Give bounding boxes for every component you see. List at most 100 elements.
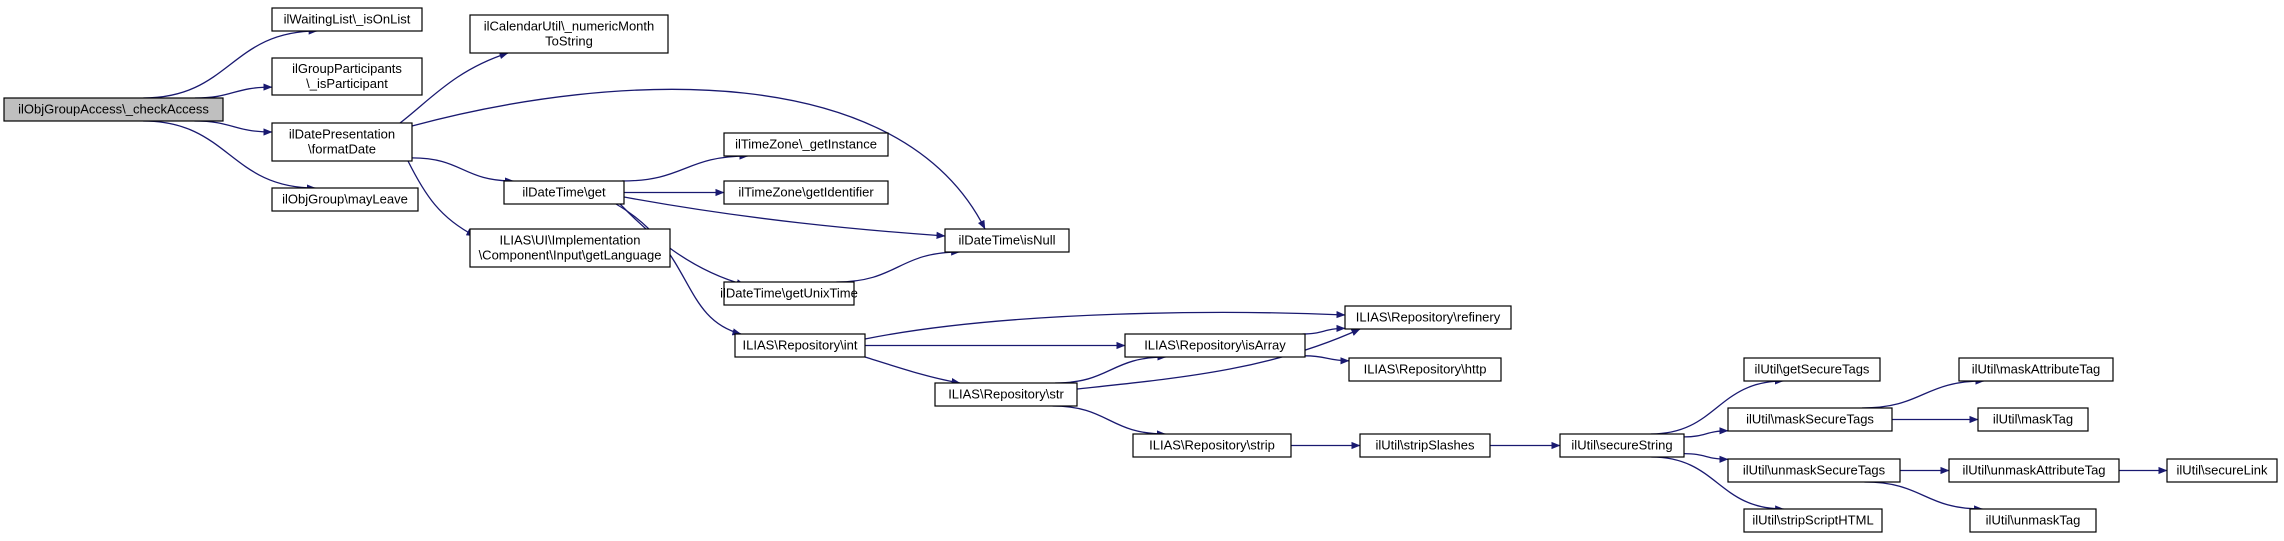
- node-label: ilUtil\secureString: [1571, 438, 1672, 453]
- node-box[interactable]: [271, 7, 423, 32]
- node-label: ilUtil\unmaskSecureTags: [1743, 463, 1886, 478]
- edge-secureString-to-stripScriptHTML: [1651, 456, 1785, 513]
- node-label: \Component\Input\getLanguage: [479, 248, 662, 263]
- node-unmaskSecureTags[interactable]: ilUtil\unmaskSecureTags: [1727, 458, 1901, 483]
- node-box[interactable]: [271, 187, 419, 212]
- node-box[interactable]: [469, 228, 671, 268]
- node-label: ilCalendarUtil\_numericMonth: [484, 19, 655, 34]
- edge-repoIsArray-to-repoHttp: [1304, 355, 1350, 365]
- node-label: ilUtil\stripSlashes: [1376, 438, 1475, 453]
- node-box[interactable]: [1132, 433, 1292, 458]
- edge-dtGet-to-dtGetUnixTime: [619, 203, 746, 287]
- node-box[interactable]: [1348, 357, 1502, 382]
- node-maskAttributeTag[interactable]: ilUtil\maskAttributeTag: [1958, 357, 2114, 382]
- node-box[interactable]: [1969, 508, 2097, 533]
- node-secureLink[interactable]: ilUtil\secureLink: [2166, 458, 2278, 483]
- node-box[interactable]: [2166, 458, 2278, 483]
- node-box[interactable]: [723, 180, 889, 205]
- node-tzGetInstance[interactable]: ilTimeZone\_getInstance: [723, 132, 889, 157]
- node-box[interactable]: [1977, 407, 2089, 432]
- node-getLanguage[interactable]: ILIAS\UI\Implementation\Component\Input\…: [469, 228, 671, 268]
- node-repoStrip[interactable]: ILIAS\Repository\strip: [1132, 433, 1292, 458]
- node-dtIsNull[interactable]: ilDateTime\isNull: [944, 228, 1070, 253]
- edge-formatDate-to-dtIsNull: [411, 88, 986, 230]
- edge-repoStr-to-repoIsArray: [1055, 353, 1167, 384]
- node-formatDate[interactable]: ilDatePresentation\formatDate: [271, 122, 413, 162]
- node-box[interactable]: [1359, 433, 1491, 458]
- node-repoStr[interactable]: ILIAS\Repository\str: [934, 382, 1078, 407]
- node-label: ilDatePresentation: [289, 127, 395, 142]
- node-tzGetIdentifier[interactable]: ilTimeZone\getIdentifier: [723, 180, 889, 205]
- node-stripSlashes[interactable]: ilUtil\stripSlashes: [1359, 433, 1491, 458]
- edge-repoStr-to-repoRefinery: [1076, 328, 1361, 390]
- node-label: ilUtil\getSecureTags: [1755, 362, 1870, 377]
- node-stripScriptHTML[interactable]: ilUtil\stripScriptHTML: [1743, 508, 1883, 533]
- node-secureString[interactable]: ilUtil\secureString: [1559, 433, 1685, 458]
- edge-repoInt-to-repoRefinery: [864, 311, 1346, 340]
- node-box[interactable]: [1124, 333, 1306, 358]
- edge-formatDate-to-numericMonth: [399, 52, 509, 124]
- node-label: ilUtil\maskTag: [1993, 412, 2073, 427]
- node-repoInt[interactable]: ILIAS\Repository\int: [734, 333, 866, 358]
- node-repoHttp[interactable]: ILIAS\Repository\http: [1348, 357, 1502, 382]
- edge-dtGet-to-repoInt: [615, 203, 742, 336]
- node-box[interactable]: [271, 122, 413, 162]
- node-box[interactable]: [1958, 357, 2114, 382]
- node-mayLeave[interactable]: ilObjGroup\mayLeave: [271, 187, 419, 212]
- node-box[interactable]: [934, 382, 1078, 407]
- node-maskSecureTags[interactable]: ilUtil\maskSecureTags: [1727, 407, 1893, 432]
- edge-unmaskSecureTags-to-unmaskTag: [1864, 481, 1984, 513]
- node-label: ILIAS\Repository\isArray: [1144, 338, 1286, 353]
- node-label: ToString: [545, 34, 593, 49]
- node-box[interactable]: [271, 57, 423, 96]
- node-label: ilTimeZone\_getInstance: [735, 137, 877, 152]
- node-box[interactable]: [503, 180, 625, 205]
- node-dtGetUnixTime[interactable]: ilDateTime\getUnixTime: [720, 281, 858, 306]
- edge-checkAccess-to-mayLeave: [143, 120, 316, 192]
- node-box[interactable]: [723, 281, 855, 306]
- node-label: ilUtil\secureLink: [2176, 463, 2268, 478]
- node-unmaskTag[interactable]: ilUtil\unmaskTag: [1969, 508, 2097, 533]
- node-label: ilDateTime\isNull: [958, 233, 1055, 248]
- node-box[interactable]: [944, 228, 1070, 253]
- node-label: ilDateTime\get: [522, 185, 606, 200]
- node-label: ilObjGroupAccess\_checkAccess: [18, 102, 209, 117]
- edge-secureString-to-maskSecureTags: [1683, 427, 1729, 438]
- edge-dtGet-to-dtIsNull: [623, 196, 946, 239]
- node-box[interactable]: [1743, 508, 1883, 533]
- node-checkAccess[interactable]: ilObjGroupAccess\_checkAccess: [3, 97, 224, 122]
- node-box[interactable]: [3, 97, 224, 122]
- node-box[interactable]: [1344, 305, 1512, 330]
- node-maskTag[interactable]: ilUtil\maskTag: [1977, 407, 2089, 432]
- node-label: ILIAS\UI\Implementation: [500, 233, 641, 248]
- node-repoRefinery[interactable]: ILIAS\Repository\refinery: [1344, 305, 1512, 330]
- node-label: ILIAS\Repository\str: [948, 387, 1064, 402]
- node-box[interactable]: [1948, 458, 2120, 483]
- node-box[interactable]: [1727, 458, 1901, 483]
- node-unmaskAttributeTag[interactable]: ilUtil\unmaskAttributeTag: [1948, 458, 2120, 483]
- node-label: ilDateTime\getUnixTime: [720, 286, 858, 301]
- node-label: ILIAS\Repository\refinery: [1356, 310, 1501, 325]
- node-box[interactable]: [469, 14, 669, 54]
- node-box[interactable]: [1559, 433, 1685, 458]
- edge-checkAccess-to-formatDate: [194, 120, 273, 136]
- node-isParticipant[interactable]: ilGroupParticipants\_isParticipant: [271, 57, 423, 96]
- node-label: \formatDate: [308, 142, 376, 157]
- node-repoIsArray[interactable]: ILIAS\Repository\isArray: [1124, 333, 1306, 358]
- node-getSecureTags[interactable]: ilUtil\getSecureTags: [1743, 357, 1881, 382]
- node-label: ILIAS\Repository\strip: [1149, 438, 1275, 453]
- edge-formatDate-to-getLanguage: [407, 160, 476, 237]
- edge-checkAccess-to-isParticipant: [194, 83, 273, 99]
- node-box[interactable]: [1727, 407, 1893, 432]
- node-box[interactable]: [734, 333, 866, 358]
- node-label: ilGroupParticipants: [292, 61, 402, 76]
- node-box[interactable]: [1743, 357, 1881, 382]
- node-label: ilUtil\unmaskAttributeTag: [1962, 463, 2105, 478]
- node-box[interactable]: [723, 132, 889, 157]
- edge-formatDate-to-dtGet: [411, 157, 514, 185]
- node-dtGet[interactable]: ilDateTime\get: [503, 180, 625, 205]
- node-label: ILIAS\Repository\int: [743, 338, 858, 353]
- node-isOnList[interactable]: ilWaitingList\_isOnList: [271, 7, 423, 32]
